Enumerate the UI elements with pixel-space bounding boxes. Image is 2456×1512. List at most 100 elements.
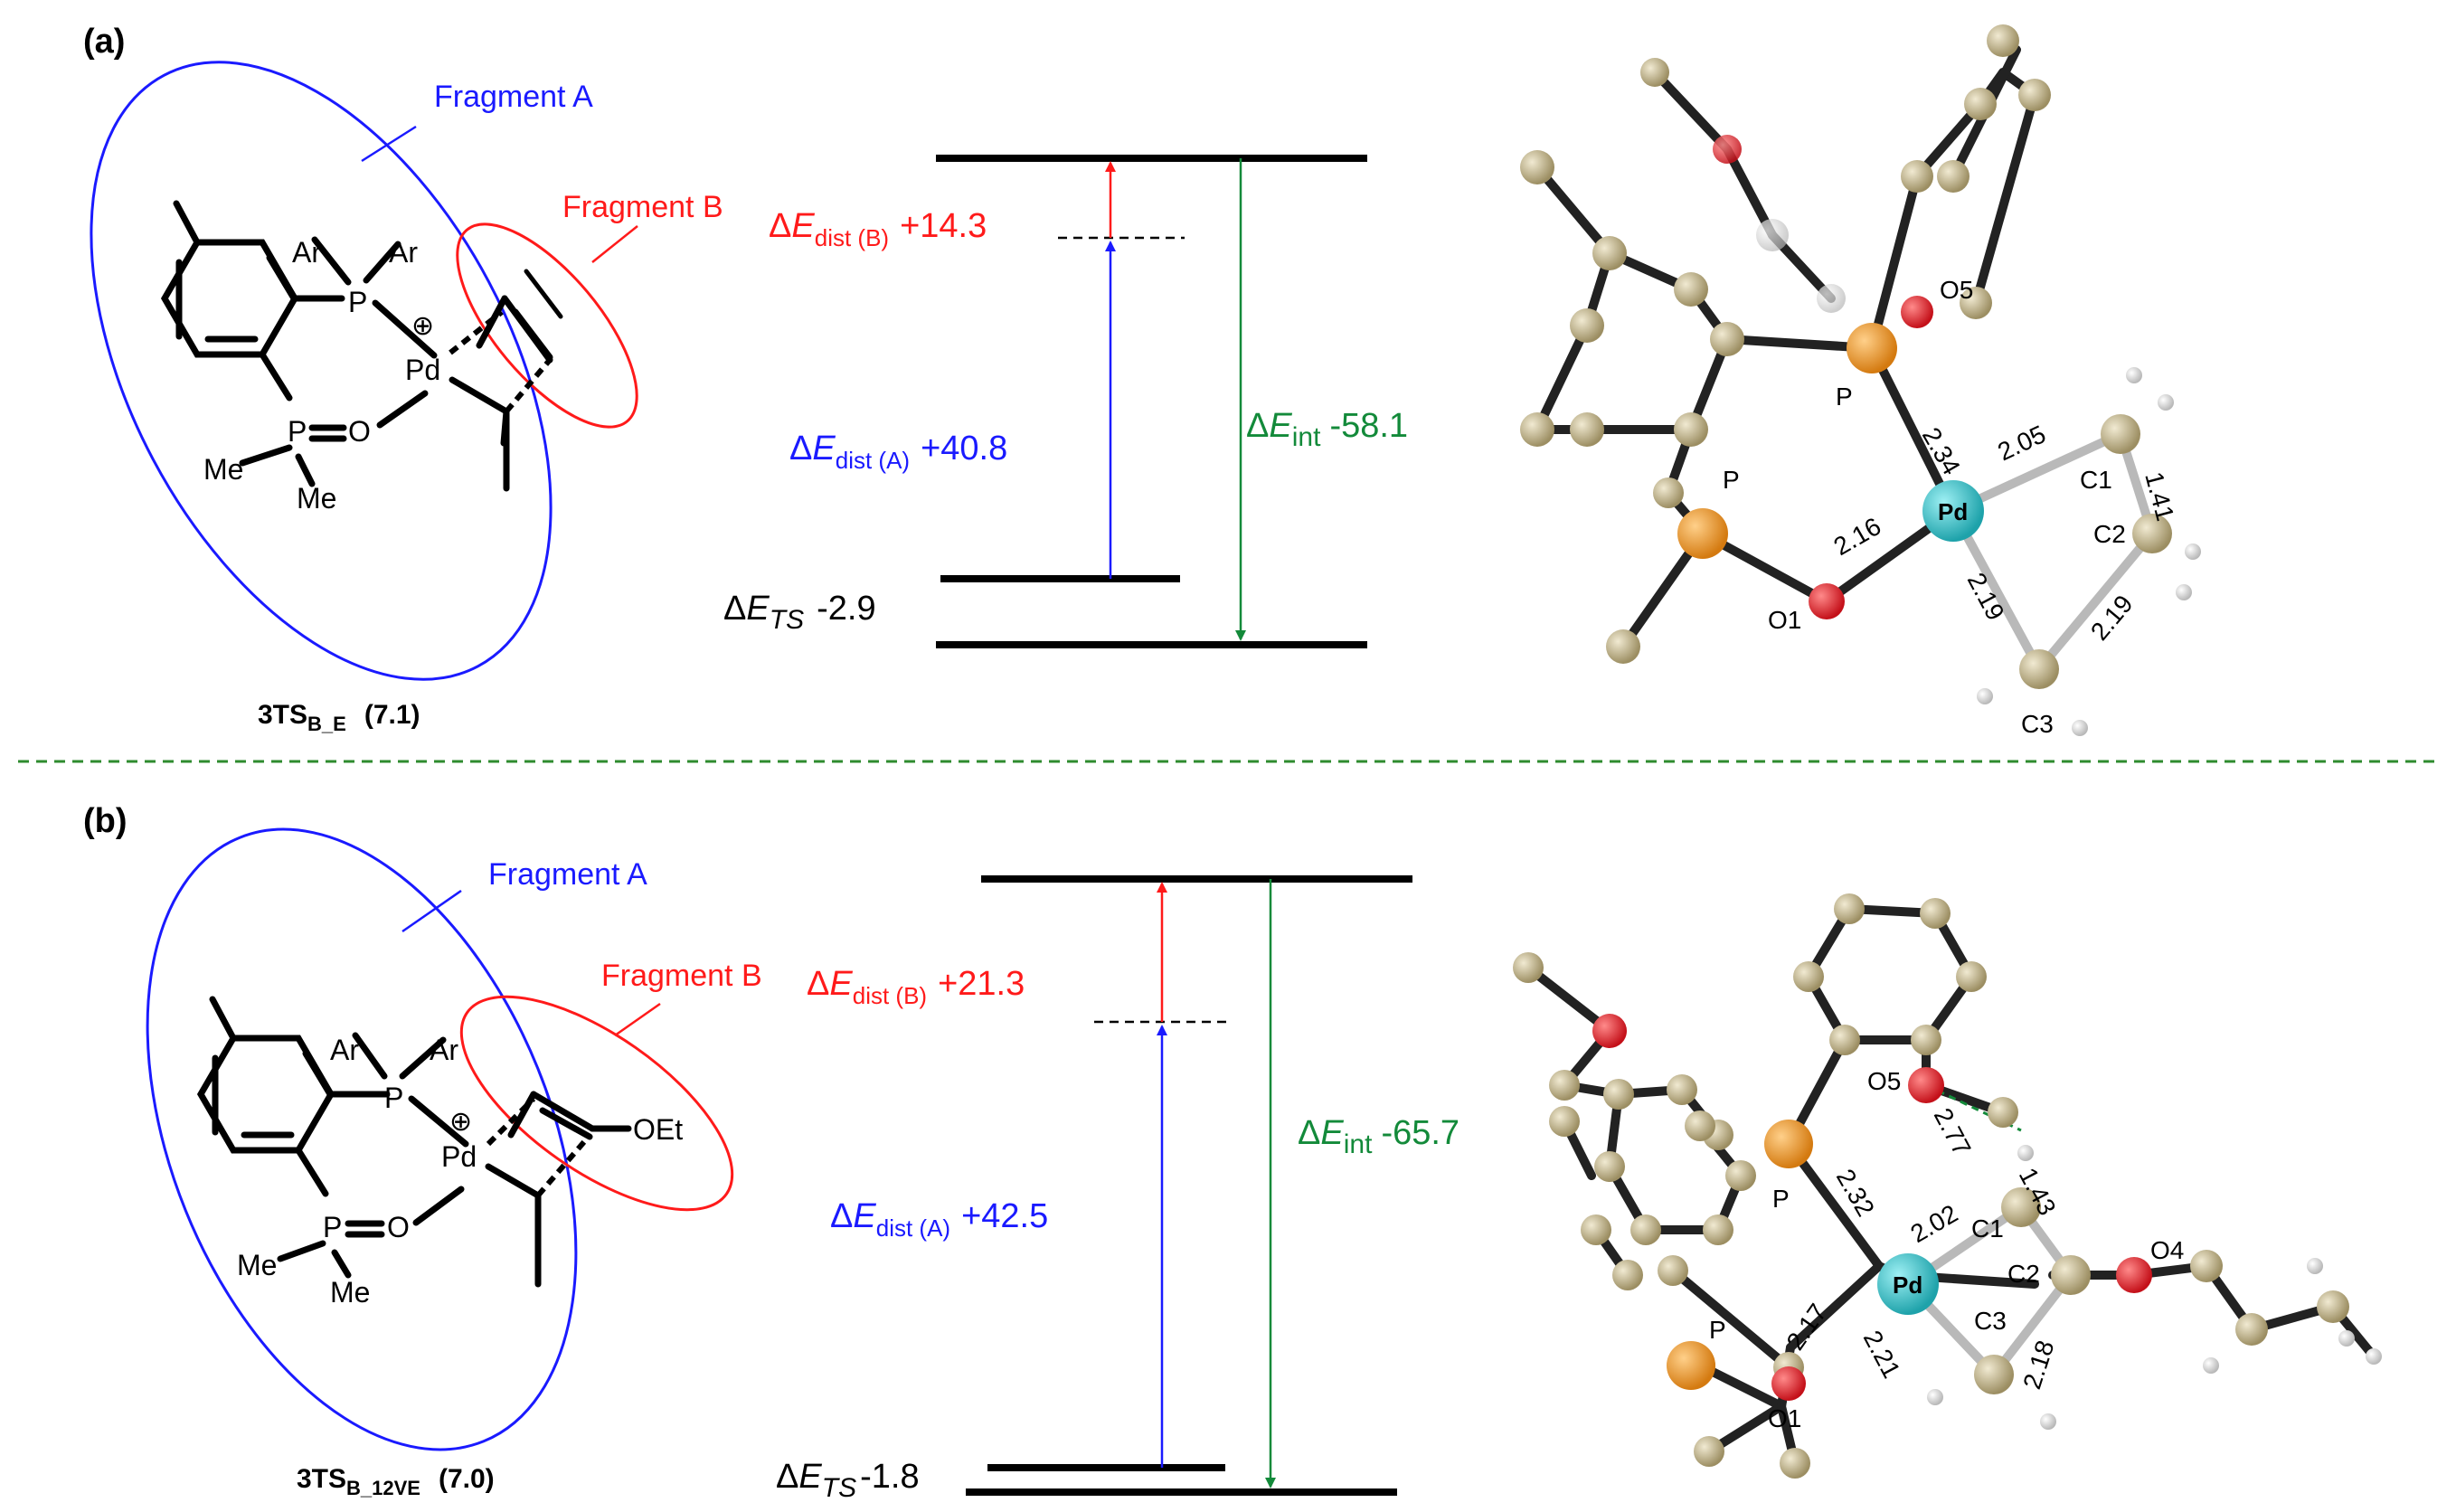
carbon-atom: [1570, 308, 1604, 343]
distance-label: 2.19: [1962, 568, 2010, 625]
carbon-atom: [1606, 629, 1640, 664]
c1-label: C1: [2080, 466, 2112, 494]
model-atoms: [1520, 24, 2201, 736]
model-a: O5 P P O1 Pd C1 C2 C3 2.34 2.05 1.41 2.1…: [1520, 24, 2201, 738]
p-atom-label: P: [384, 1082, 403, 1114]
caption-a: 3TSB_E(7.1): [258, 700, 420, 735]
int-label: ΔEint-65.7: [1298, 1114, 1459, 1159]
carbon-atom: [1964, 88, 1997, 120]
phosphorus-atom: [1667, 1341, 1715, 1390]
dist-b-label: ΔEdist (B)+14.3: [769, 207, 987, 251]
o4-label: O4: [2150, 1236, 2184, 1264]
me-label-2: Me: [330, 1276, 370, 1309]
hydrogen-atom: [2338, 1330, 2355, 1347]
energy-diagram-b: ΔEdist (B)+21.3 ΔEdist (A)+42.5 ΔEint-65…: [776, 875, 1459, 1503]
hydrogen-atom: [2185, 543, 2201, 560]
c2-label: C2: [2007, 1260, 2040, 1288]
distance-label: 2.21: [1858, 1326, 1906, 1383]
molecule-skeleton: [160, 200, 563, 492]
o1-label: O1: [1768, 1404, 1801, 1432]
carbon-atom: [1834, 893, 1865, 924]
charge-icon: ⊕: [449, 1107, 472, 1137]
fragment-a-ellipse: [90, 61, 553, 681]
carbon-atom: [1612, 1260, 1643, 1290]
carbon-atom: [1667, 1074, 1697, 1105]
distance-label: 2.05: [1993, 420, 2049, 466]
panel-label-a: (a): [83, 23, 125, 61]
carbon-atom: [1592, 236, 1627, 270]
carbon-atom: [2132, 514, 2172, 553]
carbon-atom: [1674, 412, 1708, 447]
oxygen-atom: [1908, 1067, 1944, 1103]
molecule-dashed-bonds: [486, 1096, 590, 1197]
ts-label: ΔETS-1.8: [776, 1458, 920, 1503]
carbon-atom: [1960, 287, 1992, 319]
c3-label: C3: [2021, 710, 2054, 738]
dist-b-label: ΔEdist (B)+21.3: [807, 965, 1025, 1009]
ar-label-1: Ar: [292, 236, 321, 269]
carbon-atom: [1581, 1214, 1611, 1245]
oet-label: OEt: [633, 1113, 683, 1146]
carbon-atom: [2001, 1187, 2041, 1227]
o5-label: O5: [1867, 1067, 1901, 1095]
carbon-atom: [1829, 1025, 1860, 1055]
oxygen-atom: [1713, 135, 1742, 164]
model-bonds: [1524, 904, 2378, 1468]
hydrogen-atom: [2366, 1348, 2382, 1365]
carbon-atom: [1594, 1151, 1625, 1182]
carbon-atom: [1901, 160, 1933, 193]
model-pd-bonds: [1949, 430, 2157, 674]
fragment-b-ellipse: [459, 995, 734, 1212]
fragment-b-leader: [614, 1002, 661, 1037]
fragment-b-label: Fragment B: [562, 190, 723, 224]
fragment-b-leader: [591, 225, 638, 263]
oxygen-atom: [1592, 1014, 1627, 1048]
me-label-1: Me: [237, 1249, 277, 1281]
hydrogen-atom: [2203, 1357, 2219, 1374]
carbon-atom: [2051, 1255, 2091, 1295]
oxygen-atom: [1771, 1366, 1806, 1401]
hydrogen-atom: [1756, 219, 1789, 251]
hydrogen-atom: [2158, 394, 2174, 411]
pd-atom-label: Pd: [441, 1140, 477, 1173]
dist-a-label: ΔEdist (A)+40.8: [789, 430, 1007, 474]
distance-label: 2.16: [1829, 512, 1886, 561]
p-label: P: [1772, 1185, 1790, 1213]
carbon-atom: [1793, 961, 1824, 992]
phosphorus-atom: [1764, 1120, 1813, 1168]
o-atom-label: O: [387, 1211, 410, 1243]
carbon-atom: [1780, 1448, 1810, 1479]
c3-label: C3: [1974, 1307, 2007, 1335]
carbon-atom: [1911, 1025, 1941, 1055]
hydrogen-atom: [2040, 1413, 2056, 1430]
carbon-atom: [2018, 79, 2051, 111]
panel-label-b: (b): [83, 802, 128, 840]
distance-label: 2.77: [1929, 1103, 1977, 1160]
carbon-atom: [1694, 1436, 1724, 1467]
carbon-atom: [1549, 1106, 1580, 1137]
palladium-atom: [1877, 1253, 1939, 1315]
carbon-atom: [1549, 1070, 1580, 1101]
ar-label-2: Ar: [389, 236, 418, 269]
carbon-atom: [1710, 322, 1744, 356]
p-atom-label: P: [348, 286, 367, 318]
energy-diagram-a: ΔEdist (B)+14.3 ΔEdist (A)+40.8 ΔEint-58…: [723, 155, 1408, 648]
p-label: P: [1709, 1316, 1726, 1344]
ts-label: ΔETS-2.9: [723, 590, 876, 635]
oxygen-atom: [2116, 1257, 2152, 1293]
hydrogen-atom: [1927, 1389, 1943, 1405]
carbon-atom: [1685, 1110, 1715, 1141]
carbon-atom: [1513, 952, 1544, 983]
pd-label: Pd: [1893, 1271, 1922, 1299]
hydrogen-atom: [2072, 720, 2088, 736]
carbon-atom: [2235, 1313, 2268, 1346]
caption-b: 3TSB_12VE(7.0): [297, 1464, 495, 1499]
p-oxide-label: P: [288, 415, 307, 448]
fragment-a-ellipse: [146, 827, 578, 1451]
p-oxide-label: P: [323, 1211, 342, 1243]
me-label-1: Me: [203, 453, 243, 486]
c2-label: C2: [2093, 520, 2126, 548]
hydrogen-atom: [2307, 1258, 2323, 1274]
carbon-atom: [1703, 1214, 1733, 1245]
